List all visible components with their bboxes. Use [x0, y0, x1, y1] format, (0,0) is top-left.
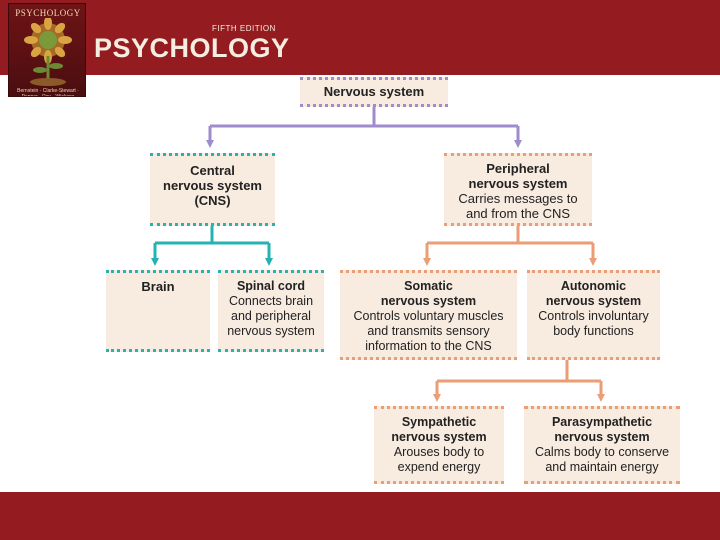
node-title: Brain: [141, 279, 175, 294]
node-somatic-nervous-system: Somatic nervous system Controls voluntar…: [340, 270, 517, 360]
connector-pns-to-somatic-autonomic: [423, 226, 597, 266]
node-title: Spinal cord: [236, 279, 306, 293]
node-title: Central nervous system (CNS): [163, 163, 262, 208]
node-parasympathetic-nervous-system: Parasympathetic nervous system Calms bod…: [524, 406, 680, 484]
node-central-nervous-system: Central nervous system (CNS): [150, 153, 275, 226]
node-autonomic-nervous-system: Autonomic nervous system Controls involu…: [527, 270, 660, 360]
footer-band: [0, 492, 720, 540]
brand-title: PSYCHOLOGY: [94, 33, 290, 63]
node-title: Nervous system: [323, 84, 425, 99]
cover-title: PSYCHOLOGY: [15, 8, 81, 18]
node-brain: Brain: [106, 270, 210, 352]
connector-autonomic-to-branches: [433, 360, 605, 402]
node-title: Parasympathetic nervous system: [551, 415, 653, 444]
node-desc: Calms body to conserve and maintain ener…: [534, 445, 670, 474]
node-spinal-cord: Spinal cord Connects brain and periphera…: [218, 270, 324, 352]
node-title: Sympathetic nervous system: [391, 415, 487, 444]
node-title: Peripheral nervous system: [468, 161, 568, 191]
node-nervous-system: Nervous system: [300, 77, 448, 107]
node-desc: Controls involuntary body functions: [538, 309, 649, 338]
header-band: [0, 0, 720, 75]
node-desc: Arouses body to expend energy: [393, 445, 485, 474]
node-title: Somatic nervous system: [380, 279, 477, 308]
node-desc: Connects brain and peripheral nervous sy…: [227, 294, 315, 338]
edition-label: FIFTH EDITION: [212, 24, 276, 33]
node-peripheral-nervous-system: Peripheral nervous system Carries messag…: [444, 153, 592, 226]
book-cover-image: PSYCHOLOGY Bernstein · Clarke-Stewart · …: [8, 3, 86, 97]
cover-author: Bernstein · Clarke-Stewart · Penner · Ro…: [17, 88, 79, 97]
sunflower-head-icon: [24, 18, 72, 86]
node-desc: Carries messages to and from the CNS: [458, 191, 578, 221]
node-desc: Controls voluntary muscles and transmits…: [353, 309, 504, 353]
connector-nervous-to-cns-pns: [206, 107, 522, 148]
connector-cns-to-brain-spinal: [151, 226, 273, 266]
node-sympathetic-nervous-system: Sympathetic nervous system Arouses body …: [374, 406, 504, 484]
node-title: Autonomic nervous system: [545, 279, 642, 308]
